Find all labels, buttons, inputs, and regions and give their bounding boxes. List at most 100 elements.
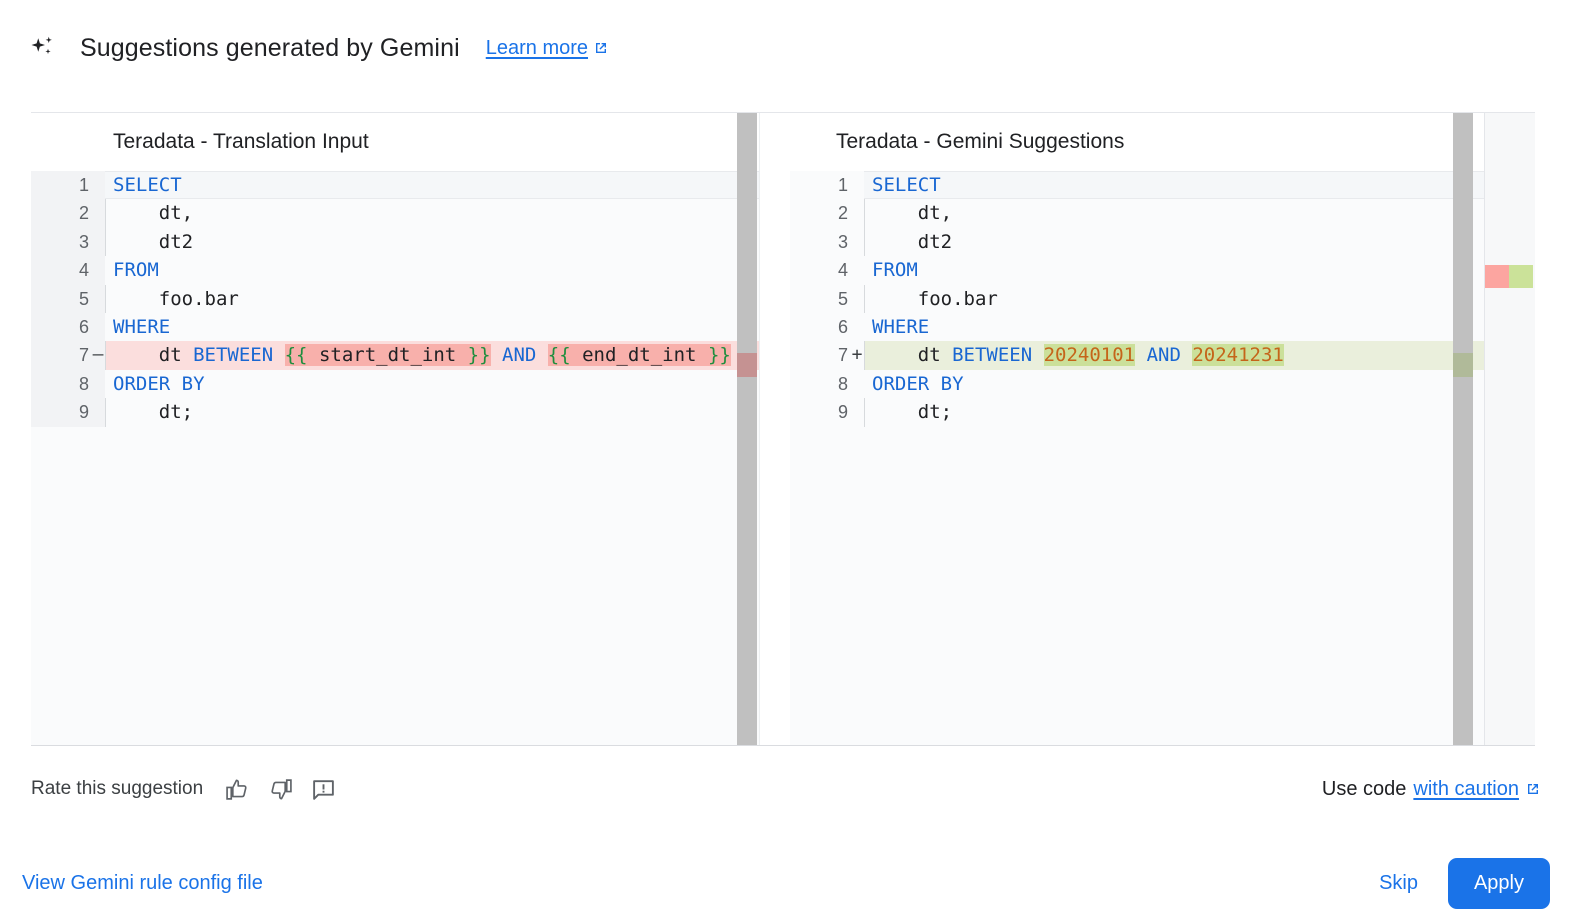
- code-token: [491, 344, 502, 366]
- code-token: SELECT: [872, 174, 941, 196]
- code-token: [1181, 344, 1192, 366]
- code-line[interactable]: 9 dt;: [790, 398, 1535, 427]
- line-number: 1: [790, 171, 850, 200]
- line-number: 3: [31, 227, 91, 257]
- apply-button[interactable]: Apply: [1447, 858, 1550, 909]
- with-caution-label: with caution: [1413, 777, 1519, 800]
- right-vertical-scrollbar[interactable]: [1453, 113, 1473, 745]
- code-token: 20241231: [1192, 344, 1284, 367]
- thumb-up-icon[interactable]: [225, 777, 250, 802]
- diff-sign: [91, 256, 105, 285]
- code-line[interactable]: 6 WHERE: [790, 312, 1535, 342]
- diff-sign: [850, 227, 864, 257]
- code-line[interactable]: 5 foo.bar: [31, 284, 759, 314]
- code-token: dt;: [872, 401, 953, 424]
- code-line[interactable]: 1 SELECT: [790, 171, 1535, 200]
- diff-sign: —: [91, 341, 105, 370]
- code-line[interactable]: 7+ dt BETWEEN 20240101 AND 20241231: [790, 341, 1535, 371]
- code-line[interactable]: 5 foo.bar: [790, 284, 1535, 314]
- code-line[interactable]: 8 ORDER BY: [790, 369, 1535, 399]
- code-text: dt,: [864, 199, 1535, 229]
- diff-sign: +: [850, 341, 864, 370]
- code-token: foo.bar: [113, 287, 239, 310]
- code-text: dt BETWEEN {{ start_dt_int }} AND {{ end…: [105, 341, 759, 371]
- code-token: FROM: [113, 259, 159, 282]
- line-number: 4: [790, 256, 850, 285]
- code-text: ORDER BY: [864, 370, 1535, 398]
- external-link-icon: [596, 43, 607, 53]
- code-text: dt,: [105, 199, 759, 229]
- code-token: start_dt_int: [307, 344, 468, 367]
- diff-sign: [91, 171, 105, 200]
- code-token: WHERE: [872, 315, 930, 338]
- line-number: 6: [790, 312, 850, 342]
- code-token: 20240101: [1043, 344, 1136, 367]
- code-line[interactable]: 7— dt BETWEEN {{ start_dt_int }} AND {{ …: [31, 341, 759, 371]
- code-token: }}: [467, 344, 491, 367]
- with-caution-link[interactable]: with caution: [1413, 778, 1541, 801]
- code-token: dt;: [113, 401, 194, 424]
- code-token: dt2: [872, 230, 953, 253]
- code-token: dt,: [872, 202, 953, 225]
- code-line[interactable]: 2 dt,: [31, 199, 759, 229]
- use-code-caution: Use code with caution: [1322, 778, 1541, 801]
- line-number: 9: [31, 398, 91, 427]
- page-title: Suggestions generated by Gemini: [80, 33, 460, 62]
- code-token: dt: [872, 344, 953, 367]
- code-text: dt BETWEEN 20240101 AND 20241231: [864, 341, 1535, 371]
- sparkle-icon: [31, 36, 52, 54]
- diff-sign: [91, 284, 105, 313]
- overview-removed-marker: [1485, 265, 1509, 288]
- code-token: dt,: [113, 202, 194, 225]
- external-link-icon: [1528, 784, 1538, 794]
- code-line[interactable]: 9 dt;: [31, 398, 759, 427]
- code-line[interactable]: 2 dt,: [790, 199, 1535, 229]
- left-panel-title: Teradata - Translation Input: [31, 113, 759, 171]
- suggestions-header: Suggestions generated by Gemini Learn mo…: [0, 0, 1572, 96]
- code-line[interactable]: 3 dt2: [31, 227, 759, 257]
- code-text: foo.bar: [105, 284, 759, 314]
- diff-sign: [850, 199, 864, 228]
- learn-more-link[interactable]: Learn more: [486, 37, 609, 60]
- code-text: foo.bar: [864, 284, 1535, 314]
- line-number: 5: [31, 284, 91, 313]
- line-number: 5: [790, 284, 850, 313]
- code-text: SELECT: [864, 171, 1535, 200]
- footer-actions: Skip Apply: [1363, 858, 1550, 909]
- view-rule-config-link[interactable]: View Gemini rule config file: [22, 872, 263, 894]
- feedback-icon[interactable]: [311, 777, 336, 802]
- diff-sign: [850, 171, 864, 200]
- diff-sign: [91, 369, 105, 399]
- line-number: 8: [790, 369, 850, 399]
- code-text: dt2: [864, 227, 1535, 257]
- code-line[interactable]: 4 FROM: [31, 256, 759, 285]
- code-token: {{: [547, 344, 571, 367]
- skip-button[interactable]: Skip: [1363, 862, 1434, 905]
- code-token: foo.bar: [872, 287, 998, 310]
- code-line[interactable]: 3 dt2: [790, 227, 1535, 257]
- dialog-footer: View Gemini rule config file Skip Apply: [0, 845, 1572, 922]
- code-token: ORDER BY: [113, 372, 205, 395]
- code-token: [1135, 344, 1146, 366]
- code-text: FROM: [105, 256, 759, 284]
- diff-sign: [91, 199, 105, 228]
- code-token: dt2: [113, 230, 194, 253]
- rate-icon-group: [225, 777, 336, 802]
- diff-overview-ruler[interactable]: [1484, 113, 1535, 745]
- left-vertical-scrollbar[interactable]: [737, 113, 757, 745]
- code-text: WHERE: [105, 313, 759, 341]
- code-text: ORDER BY: [105, 370, 759, 398]
- line-number: 4: [31, 256, 91, 285]
- code-text: SELECT: [105, 171, 759, 200]
- thumb-down-icon[interactable]: [268, 777, 293, 802]
- diff-sign: [850, 398, 864, 427]
